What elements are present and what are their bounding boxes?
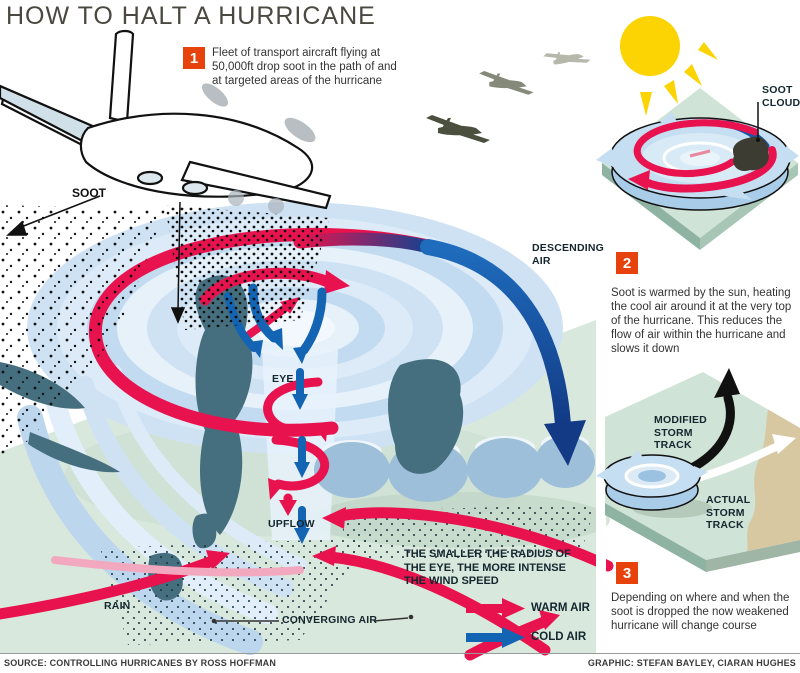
legend-warm-label: WARM AIR bbox=[531, 602, 590, 614]
step-1-text: Fleet of transport aircraft flying at 50… bbox=[212, 47, 397, 87]
upflow-label: UPFLOW bbox=[268, 518, 315, 530]
sun-icon bbox=[620, 16, 718, 116]
soot-cloud-label: SOOT CLOUD bbox=[762, 84, 800, 109]
modified-track-arrow bbox=[683, 368, 740, 475]
legend-warm-arrow-icon bbox=[466, 598, 525, 619]
actual-track-arrow bbox=[686, 434, 796, 484]
hurricane-top-view bbox=[596, 102, 799, 211]
step-1-badge: 1 bbox=[183, 47, 205, 69]
modified-storm-track-label: MODIFIED STORM TRACK bbox=[654, 414, 707, 451]
legend-cold-label: COLD AIR bbox=[531, 631, 587, 643]
storm-track-panel bbox=[596, 368, 800, 572]
step-3-badge: 3 bbox=[616, 562, 638, 584]
soot-cloud-blob bbox=[732, 136, 769, 172]
rain-label: RAIN bbox=[104, 600, 131, 612]
hurricane-cutaway-illustration bbox=[0, 29, 614, 661]
transport-aircraft-illustration bbox=[0, 29, 332, 214]
soot-label: SOOT bbox=[72, 186, 107, 200]
soot-pointer bbox=[6, 195, 186, 324]
page-title: HOW TO HALT A HURRICANE bbox=[6, 2, 376, 30]
cold-air-arrows bbox=[224, 239, 586, 544]
actual-storm-track-label: ACTUAL STORM TRACK bbox=[706, 494, 751, 531]
converging-air-leader bbox=[211, 614, 414, 624]
step-2-badge: 2 bbox=[616, 252, 638, 274]
soot-particles-dense bbox=[165, 205, 330, 330]
escort-aircraft-icons bbox=[426, 51, 591, 143]
converging-air-label: CONVERGING AIR bbox=[282, 614, 378, 626]
legend-cold-arrow-icon bbox=[466, 627, 525, 648]
step-3-text: Depending on where and when the soot is … bbox=[611, 592, 790, 632]
eye-radius-note: THE SMALLER THE RADIUS OF THE EYE, THE M… bbox=[404, 548, 571, 587]
soot-particles bbox=[0, 205, 165, 455]
coastline bbox=[746, 388, 800, 556]
soot-warming-panel bbox=[596, 16, 799, 250]
hurricane-icon bbox=[596, 450, 708, 511]
step-2-text: Soot is warmed by the sun, heating the c… bbox=[611, 287, 792, 355]
rain-dots-left bbox=[100, 538, 370, 645]
source-credit: SOURCE: CONTROLLING HURRICANES BY ROSS H… bbox=[4, 658, 277, 668]
graphic-credit: GRAPHIC: STEFAN BAYLEY, CIARAN HUGHES bbox=[587, 658, 796, 668]
descending-air-label: DESCENDING AIR bbox=[532, 242, 605, 267]
eye-label: EYE bbox=[272, 373, 294, 385]
